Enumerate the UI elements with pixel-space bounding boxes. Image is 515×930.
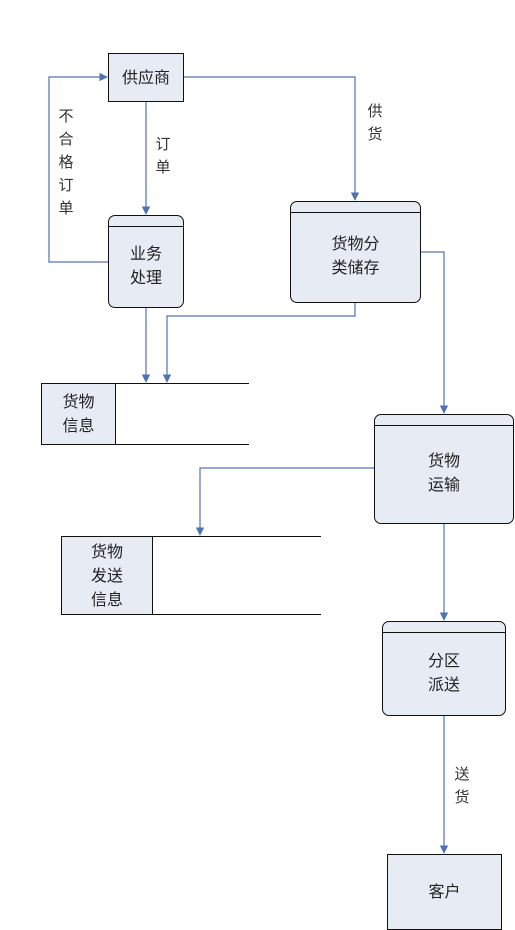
customer-node[interactable]: 客户 bbox=[387, 854, 502, 930]
order-label: 订 单 bbox=[155, 135, 171, 176]
edge-reject-order bbox=[48, 72, 108, 263]
dispatch-process-label: 分区 派送 bbox=[427, 650, 460, 694]
edge-supply bbox=[184, 76, 360, 201]
customer-label: 客户 bbox=[428, 882, 461, 901]
edge-storage-to-goods-info bbox=[162, 303, 356, 383]
edge-storage-to-transport bbox=[421, 251, 449, 414]
process-header-band bbox=[291, 202, 420, 213]
storage-process-node[interactable]: 货物分 类储存 bbox=[290, 201, 421, 303]
process-header-band bbox=[109, 216, 183, 227]
supplier-label: 供应商 bbox=[121, 67, 170, 87]
store-lines bbox=[41, 383, 249, 445]
transport-process-node[interactable]: 货物 运输 bbox=[374, 414, 514, 524]
business-process-label: 业务 处理 bbox=[129, 243, 162, 287]
storage-process-label: 货物分 类储存 bbox=[331, 234, 380, 277]
reject-order-label: 不 合 格 订 单 bbox=[58, 107, 74, 217]
shipping-info-label: 货物 发送 信息 bbox=[61, 536, 153, 615]
edge-transport-to-shipping-info bbox=[195, 467, 374, 536]
transport-process-label: 货物 运输 bbox=[427, 451, 460, 494]
goods-info-label: 货物 信息 bbox=[41, 383, 116, 445]
shipping-info-store[interactable]: 货物 发送 信息 bbox=[61, 536, 321, 615]
deliver-label: 送 货 bbox=[454, 765, 470, 806]
supply-label: 供 货 bbox=[367, 102, 383, 143]
business-process-node[interactable]: 业务 处理 bbox=[108, 215, 184, 308]
goods-info-store[interactable]: 货物 信息 bbox=[41, 383, 249, 445]
process-header-band bbox=[375, 415, 513, 426]
process-header-band bbox=[383, 622, 505, 633]
store-lines bbox=[61, 536, 321, 615]
supplier-node[interactable]: 供应商 bbox=[108, 53, 184, 102]
dispatch-process-node[interactable]: 分区 派送 bbox=[382, 621, 506, 716]
